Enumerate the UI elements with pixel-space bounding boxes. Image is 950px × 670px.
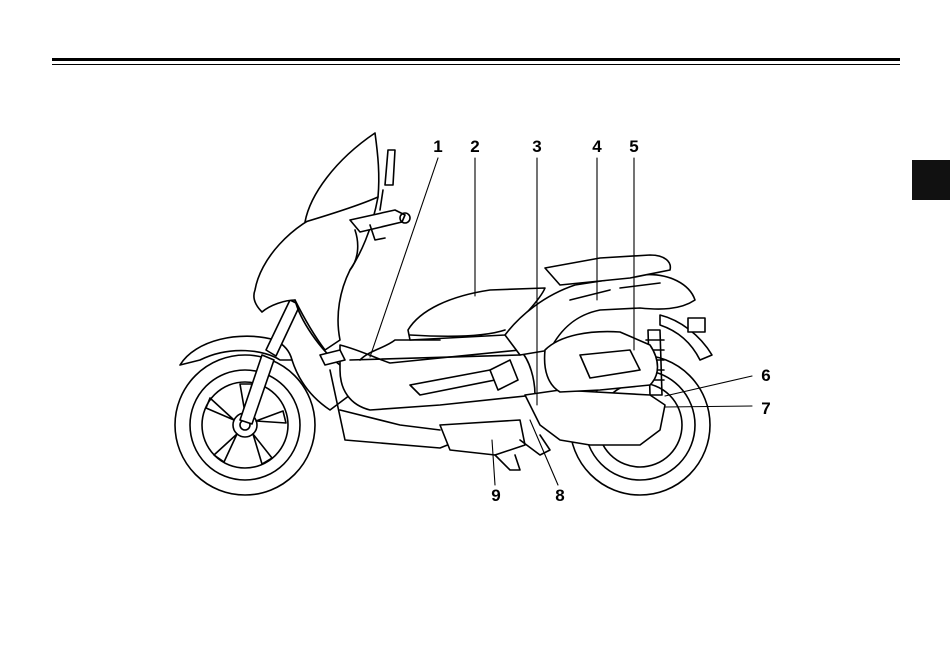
callout-1: 1: [433, 137, 442, 156]
callout-7: 7: [761, 399, 770, 418]
front-fork: [240, 300, 300, 424]
callout-9: 9: [491, 486, 500, 505]
engine-swingarm: [525, 390, 665, 445]
callout-3: 3: [532, 137, 541, 156]
callout-6: 6: [761, 366, 770, 385]
callout-5: 5: [629, 137, 638, 156]
callout-4: 4: [592, 137, 602, 156]
callout-8: 8: [555, 486, 564, 505]
callout-2: 2: [470, 137, 479, 156]
front-wheel: [175, 355, 315, 495]
